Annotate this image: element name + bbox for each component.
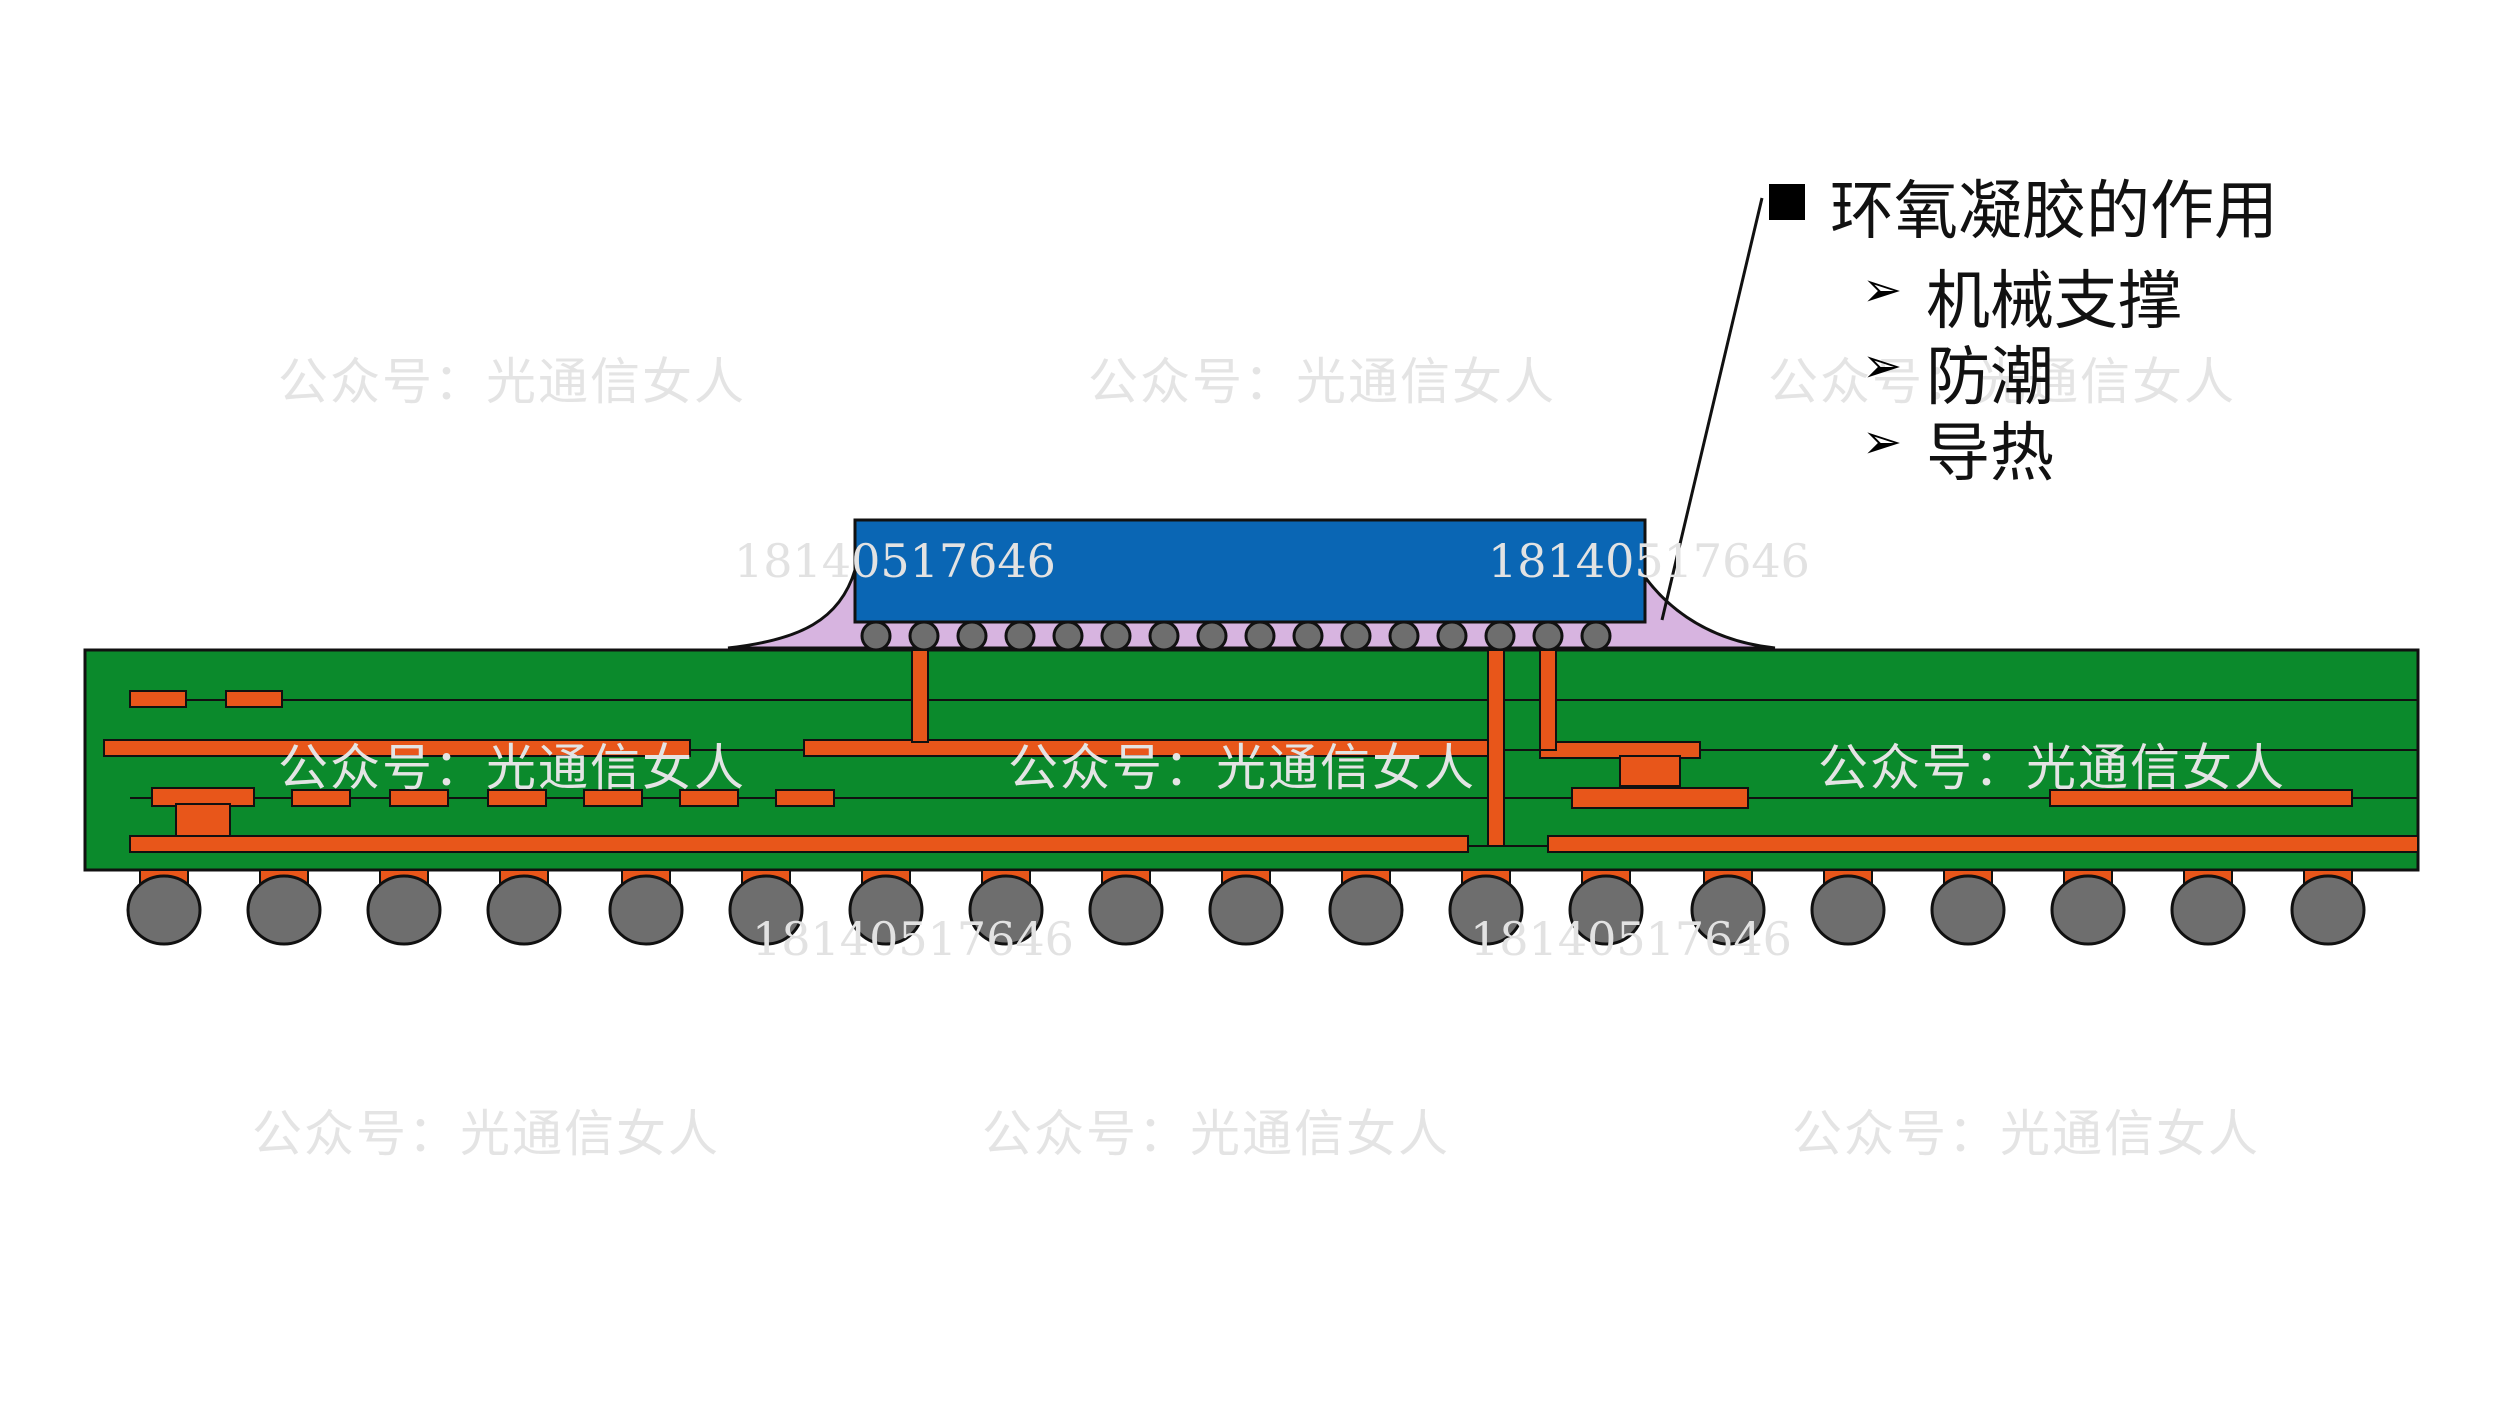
arrowhead-icon: ➢ xyxy=(1862,338,1903,394)
watermark-account: 公众号：光通信女人 xyxy=(1008,739,1476,797)
watermark-account: 公众号：光通信女人 xyxy=(252,1105,720,1163)
bga-solder-balls xyxy=(126,874,2366,946)
legend-item-mechanical-support: 机械支撑 xyxy=(1926,265,2182,339)
watermark-number: 18140517646 xyxy=(734,534,1056,588)
package-substrate xyxy=(83,648,2420,872)
callout-leader-line xyxy=(1660,197,1764,621)
watermark-account: 公众号：光通信女人 xyxy=(1818,739,2286,797)
watermark-account: 公众号：光通信女人 xyxy=(1768,353,2236,411)
legend-title: 环氧凝胶的作用 xyxy=(1830,175,2278,249)
legend-item-moisture-proof: 防潮 xyxy=(1926,341,2054,415)
black-square-icon xyxy=(1769,184,1805,220)
watermark-number: 18140517646 xyxy=(1470,912,1792,966)
legend-item-heat-conduction: 导热 xyxy=(1926,417,2054,491)
watermark-account: 公众号：光通信女人 xyxy=(278,739,746,797)
arrowhead-icon: ➢ xyxy=(1862,414,1903,470)
watermark-account: 公众号：光通信女人 xyxy=(1792,1105,2260,1163)
watermark-number: 18140517646 xyxy=(752,912,1074,966)
chip-die xyxy=(853,518,1647,624)
watermark-account: 公众号：光通信女人 xyxy=(1088,353,1556,411)
copper-traces xyxy=(103,649,2419,853)
watermark-account: 公众号：光通信女人 xyxy=(982,1105,1450,1163)
watermark-account: 公众号：光通信女人 xyxy=(278,353,746,411)
arrowhead-icon: ➢ xyxy=(1862,262,1903,318)
watermark-number: 18140517646 xyxy=(1488,534,1810,588)
